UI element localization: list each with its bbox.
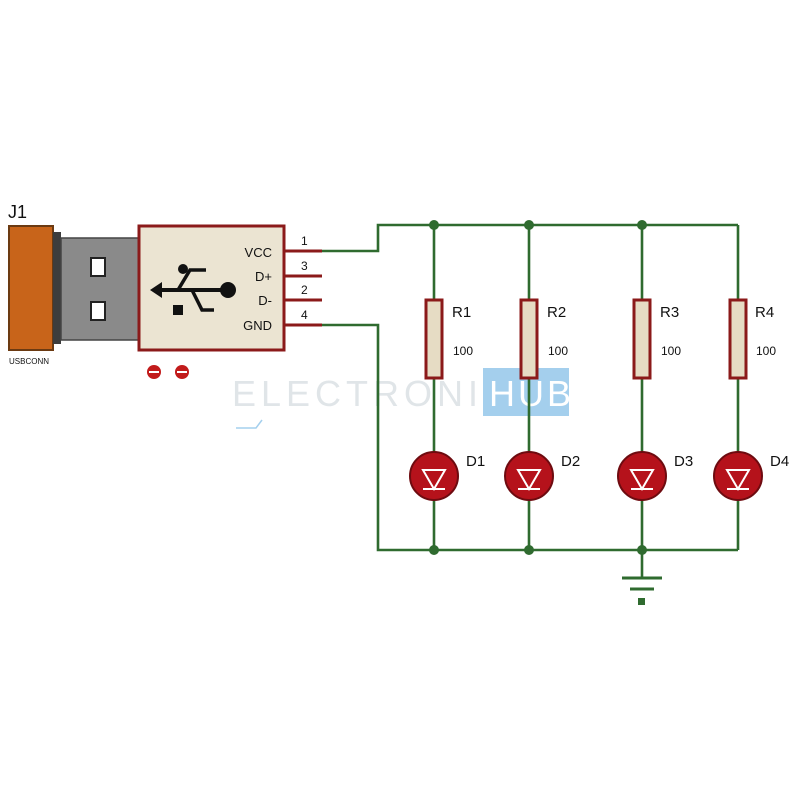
led-d4 — [713, 451, 763, 501]
usb-plug — [60, 237, 140, 341]
wiring — [322, 223, 738, 552]
pin-number-dminus: 2 — [301, 283, 308, 297]
resistor-r2 — [519, 298, 539, 380]
usb-connector-j1: J1 USBCONN VCC D+ D- GND 1 — [8, 202, 322, 379]
junction-dots — [429, 220, 647, 555]
led-d2-ref: D2 — [561, 453, 580, 470]
resistor-r1-ref: R1 — [452, 304, 471, 321]
connector-part-label: USBCONN — [9, 357, 49, 366]
usb-connector-ridge — [53, 232, 61, 344]
led-d3 — [617, 451, 667, 501]
resistor-r3-ref: R3 — [660, 304, 679, 321]
pin-name-gnd: GND — [243, 318, 272, 333]
resistor-r3 — [632, 298, 652, 380]
led-d1-ref: D1 — [466, 453, 485, 470]
led-d1 — [409, 451, 459, 501]
led-d3-ref: D3 — [674, 453, 693, 470]
pin-name-dplus: D+ — [255, 269, 272, 284]
pin-number-vcc: 1 — [301, 234, 308, 248]
resistor-r1 — [424, 298, 444, 380]
resistor-r1-value: 100 — [453, 344, 473, 358]
branch-3: R3 100 D3 — [617, 225, 693, 550]
pin-number-gnd: 4 — [301, 308, 308, 322]
usb-plug-window-top — [90, 257, 106, 277]
mounting-hole-2 — [175, 365, 189, 379]
branch-4: R4 100 D4 — [713, 225, 789, 550]
ground-symbol-icon — [622, 550, 662, 605]
vcc-net-wire — [322, 223, 738, 253]
usb-trident-icon — [150, 264, 236, 315]
usb-plug-window-bottom — [90, 301, 106, 321]
resistor-r2-value: 100 — [548, 344, 568, 358]
pin-number-dplus: 3 — [301, 259, 308, 273]
connector-ref-label: J1 — [8, 202, 27, 222]
resistor-r3-value: 100 — [661, 344, 681, 358]
branch-2: R2 100 D2 — [504, 225, 580, 550]
led-d4-ref: D4 — [770, 453, 789, 470]
resistor-r2-ref: R2 — [547, 304, 566, 321]
resistor-r4 — [728, 298, 748, 380]
led-d2 — [504, 451, 554, 501]
pin-name-dminus: D- — [258, 293, 272, 308]
branch-1: R1 100 D1 — [409, 225, 485, 550]
usb-connector-shell — [8, 225, 54, 351]
mounting-hole-1 — [147, 365, 161, 379]
pin-name-vcc: VCC — [245, 245, 272, 260]
gnd-net-wire — [322, 323, 738, 552]
resistor-r4-value: 100 — [756, 344, 776, 358]
resistor-r4-ref: R4 — [755, 304, 774, 321]
